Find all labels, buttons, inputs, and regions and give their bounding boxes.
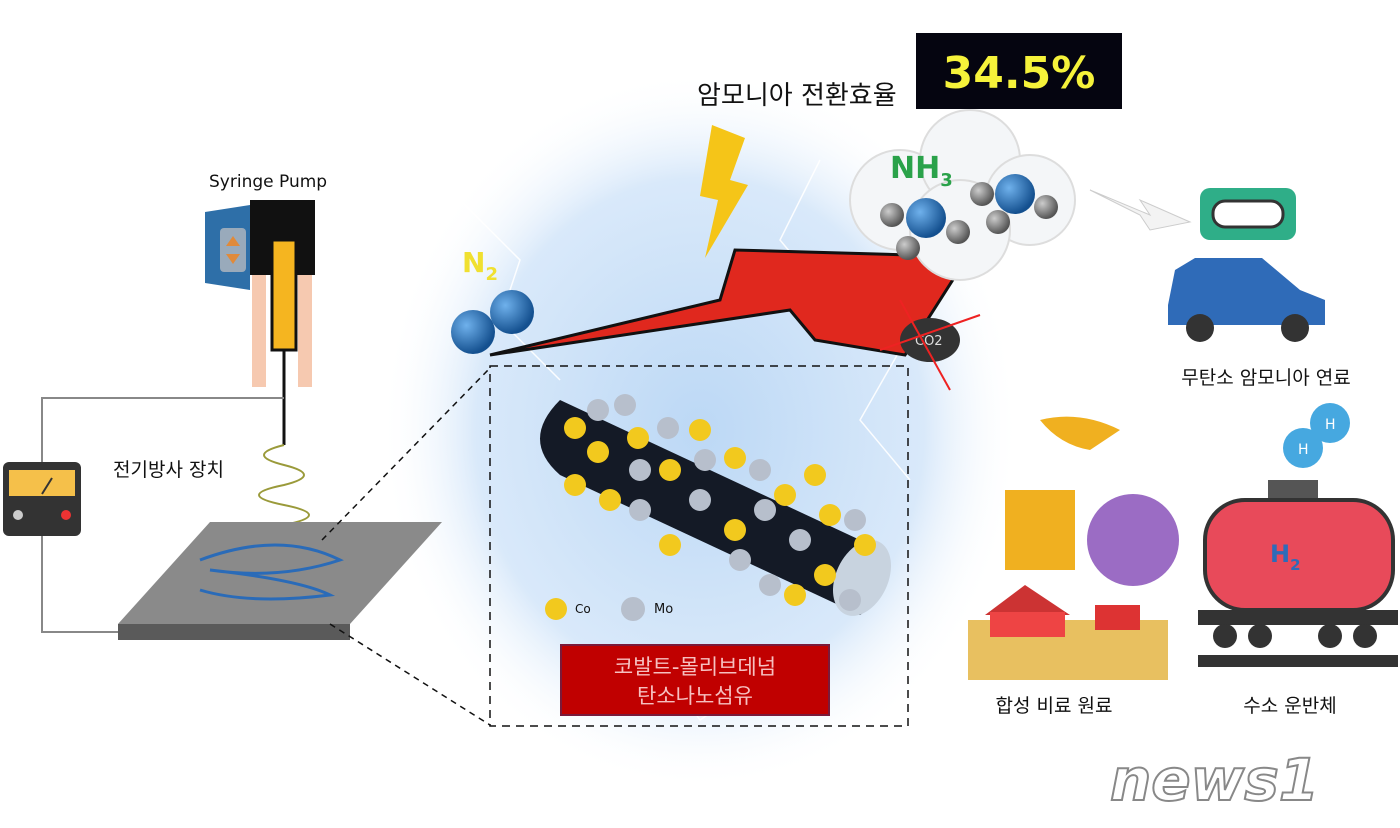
wire <box>41 397 284 633</box>
cobalt-particle <box>627 427 649 449</box>
cobalt-particle <box>784 584 806 606</box>
molybdenum-particle <box>844 509 866 531</box>
hydrogen-atom <box>1283 428 1323 468</box>
catalyst-name-box <box>560 644 830 716</box>
lightning-bolt-icon <box>700 125 748 258</box>
cobalt-particle <box>599 489 621 511</box>
molybdenum-particle <box>629 459 651 481</box>
molybdenum-particle <box>587 399 609 421</box>
farm-fertilizer-icon <box>968 416 1179 680</box>
co2-crossed-icon: CO2 <box>879 299 981 391</box>
cobalt-particle <box>724 447 746 469</box>
cobalt-legend-dot <box>545 598 567 620</box>
fertilizer-label: 합성 비료 원료 <box>996 695 1113 717</box>
hydrogen-atom-label: H <box>1325 417 1336 433</box>
ammonia-molecules <box>880 174 1058 260</box>
molybdenum-particle <box>729 549 751 571</box>
cobalt-particle <box>724 519 746 541</box>
car-icon <box>1168 188 1325 342</box>
molybdenum-particle <box>754 499 776 521</box>
cobalt-legend-label: Co <box>575 602 591 616</box>
molybdenum-particle <box>694 449 716 471</box>
nitrogen-atom <box>451 310 495 354</box>
syringe-pump-label: Syringe Pump <box>209 172 327 192</box>
molybdenum-particle <box>689 489 711 511</box>
zoom-line <box>329 623 491 726</box>
carbon-free-fuel-label: 무탄소 암모니아 연료 <box>1181 367 1350 389</box>
cobalt-particle <box>587 441 609 463</box>
cobalt-particle <box>564 417 586 439</box>
molybdenum-particle <box>657 417 679 439</box>
cobalt-particle <box>819 504 841 526</box>
h2-tank-label: H2 <box>1270 540 1301 574</box>
cobalt-particle <box>814 564 836 586</box>
molybdenum-particle <box>789 529 811 551</box>
molybdenum-particle <box>759 574 781 596</box>
molybdenum-particle <box>629 499 651 521</box>
molybdenum-particle <box>614 394 636 416</box>
efficiency-value: 34.5% <box>943 48 1096 99</box>
efficiency-box <box>916 33 1122 109</box>
electrospinning-device-label: 전기방사 장치 <box>113 459 224 481</box>
hydrogen-atom <box>1310 403 1350 443</box>
catalyst-name-line2: 탄소나노섬유 <box>637 684 753 708</box>
cobalt-particle <box>659 459 681 481</box>
molybdenum-legend-dot <box>621 597 645 621</box>
catalyst-name-line1: 코발트-몰리브데넘 <box>614 655 776 679</box>
cobalt-particle <box>689 419 711 441</box>
zigzag-arrow <box>1089 189 1192 231</box>
zoom-line <box>321 367 491 541</box>
hydrogen-carrier-label: 수소 운반체 <box>1243 695 1336 717</box>
hydrogen-tank-car-icon <box>1198 480 1398 667</box>
molybdenum-particle <box>749 459 771 481</box>
collector-plate <box>118 522 442 640</box>
cobalt-particle <box>564 474 586 496</box>
nitrogen-atom <box>490 290 534 334</box>
nh3-label: NH3 <box>890 151 953 191</box>
syringe-pump-icon <box>205 200 315 445</box>
cobalt-particle <box>854 534 876 556</box>
cobalt-particle <box>774 484 796 506</box>
molybdenum-legend-label: Mo <box>654 602 673 617</box>
n2-label: N2 <box>462 246 498 285</box>
cobalt-particle <box>804 464 826 486</box>
efficiency-label: 암모니아 전환효율 <box>697 81 897 111</box>
cobalt-particle <box>659 534 681 556</box>
news1-watermark: news1 <box>1110 746 1319 814</box>
zoom-box <box>489 365 909 727</box>
hydrogen-atom-label: H <box>1298 442 1309 458</box>
catalyst-particles <box>564 394 876 611</box>
molybdenum-particle <box>839 589 861 611</box>
power-supply-icon <box>3 462 81 536</box>
